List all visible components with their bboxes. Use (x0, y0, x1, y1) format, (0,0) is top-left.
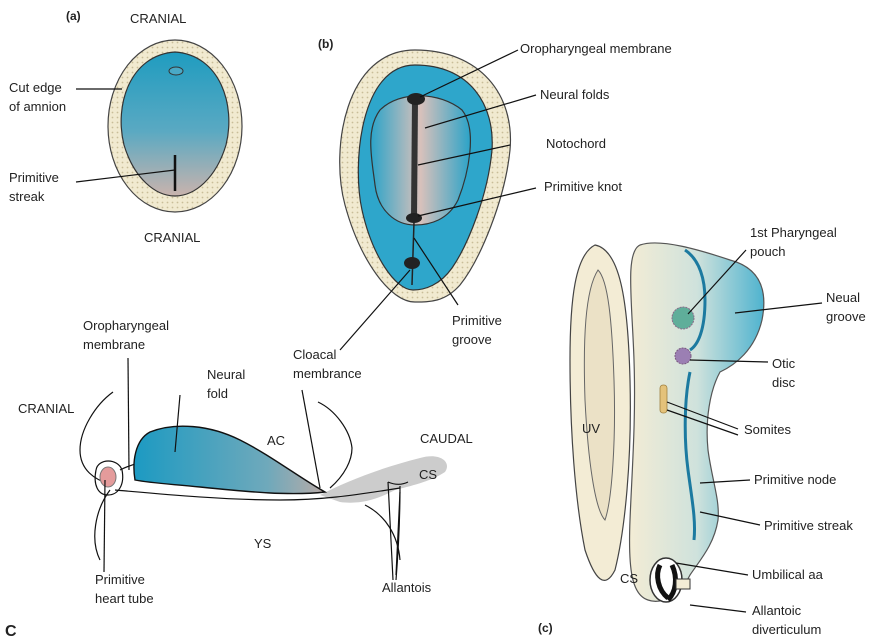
primitive-heart-label-2: heart tube (95, 591, 154, 606)
primitive-groove-label-1: Primitive (452, 313, 502, 328)
cranial-label-section: CRANIAL (18, 401, 74, 416)
panel-section-letter: C (5, 623, 17, 640)
primitive-streak-label-1: Primitive (9, 170, 59, 185)
allantoic-diverticulum-label-1: Allantoic (752, 603, 802, 618)
oropharyngeal-membrane-b (407, 93, 425, 105)
panel-b-letter: (b) (318, 37, 333, 51)
panel-a-letter: (a) (66, 9, 81, 23)
neural-fold-label-2: fold (207, 386, 228, 401)
neural-groove-label-1: Neual (826, 290, 860, 305)
amniotic-cavity-label: AC (267, 433, 285, 448)
somites-label: Somites (744, 422, 791, 437)
somites-c (660, 385, 667, 413)
oropharyngeal-membrane-label-b: Oropharyngeal membrane (520, 41, 672, 56)
connecting-stalk-label: CS (419, 467, 437, 482)
neural-fold-section (134, 426, 325, 493)
notochord-label: Notochord (546, 136, 606, 151)
primitive-knot-label: Primitive knot (544, 179, 622, 194)
umbilical-aa-label: Umbilical aa (752, 567, 824, 582)
primitive-groove-label-2: groove (452, 332, 492, 347)
connecting-stalk-label-c: CS (620, 571, 638, 586)
neural-plate-b (371, 96, 471, 225)
otic-disc-label-1: Otic (772, 356, 796, 371)
cut-edge-label-2: of amnion (9, 99, 66, 114)
yolk-sac-label: YS (254, 536, 272, 551)
pharyngeal-pouch-label-2: pouch (750, 244, 785, 259)
neural-fold-label-1: Neural (207, 367, 245, 382)
primitive-heart-label-1: Primitive (95, 572, 145, 587)
pharyngeal-pouch-label-1: 1st Pharyngeal (750, 225, 837, 240)
cloacal-membrane-b (404, 257, 420, 269)
panel-section: C Oropharyngeal membrane CRANIAL Neural … (5, 318, 473, 640)
oropharyngeal-membrane-a (169, 67, 183, 75)
heart-tube (100, 467, 116, 487)
cranial-label-a-bottom: CRANIAL (144, 230, 200, 245)
allantois-stub-c (676, 579, 690, 589)
panel-a: (a) CRANIAL CRANIAL Cut edge of amnion P… (9, 9, 242, 245)
cut-edge-label-1: Cut edge (9, 80, 62, 95)
primitive-streak-label-2: streak (9, 189, 45, 204)
oropharyngeal-label-section-2: membrane (83, 337, 145, 352)
cloacal-membrane-label-2: membrance (293, 366, 362, 381)
allantoic-diverticulum-label-2: diverticulum (752, 622, 821, 637)
primitive-knot-b (406, 213, 422, 223)
panel-c: (c) 1st Pharyngeal pouch Neual groove Ot… (538, 225, 866, 637)
notochord-b (414, 100, 415, 218)
allantois-label: Allantois (382, 580, 432, 595)
otic-disc-c (675, 348, 691, 364)
cranial-label-a-top: CRANIAL (130, 11, 186, 26)
oropharyngeal-label-section-1: Oropharyngeal (83, 318, 169, 333)
primitive-streak-label-c: Primitive streak (764, 518, 853, 533)
cloacal-membrane-label-1: Cloacal (293, 347, 336, 362)
otic-disc-label-2: disc (772, 375, 796, 390)
caudal-label: CAUDAL (420, 431, 473, 446)
panel-c-letter: (c) (538, 621, 553, 635)
neural-groove-label-2: groove (826, 309, 866, 324)
primitive-node-label: Primitive node (754, 472, 836, 487)
amniotic-wall-right (318, 402, 352, 488)
neural-folds-label: Neural folds (540, 87, 610, 102)
umbilical-vesicle-label: UV (582, 421, 600, 436)
